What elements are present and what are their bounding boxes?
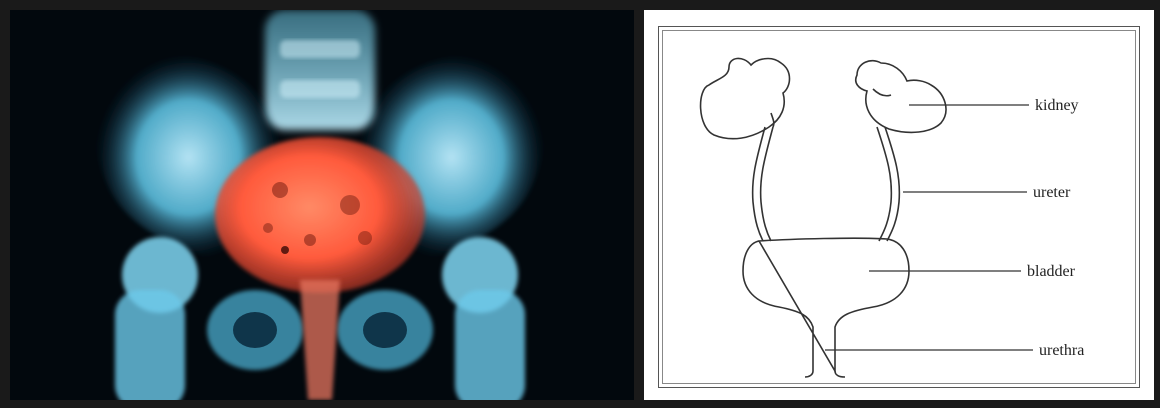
urethra-shape [835,371,845,377]
urinary-system-diagram: kidney ureter bladder urethra [659,27,1139,387]
kidney-label: kidney [1035,97,1079,114]
left-ureter-shape [753,127,765,241]
left-femur-shape [115,290,185,400]
urethra-label: urethra [1039,342,1084,359]
xray-illustration [10,10,634,400]
right-femur-shape [455,290,525,400]
bladder-highlight-shape [215,137,425,293]
bladder-shape [743,238,909,377]
pelvis-xray-image [10,10,634,400]
urinary-system-diagram-panel: kidney ureter bladder urethra [644,10,1154,400]
diagram-border: kidney ureter bladder urethra [658,26,1140,388]
spine-shape [265,10,375,130]
right-kidney-shape [856,61,946,133]
urethra-highlight-shape [300,280,340,400]
left-kidney-shape [701,58,790,138]
ureter-label: ureter [1033,184,1071,201]
bladder-label: bladder [1027,263,1076,280]
right-ureter-shape [877,127,891,241]
